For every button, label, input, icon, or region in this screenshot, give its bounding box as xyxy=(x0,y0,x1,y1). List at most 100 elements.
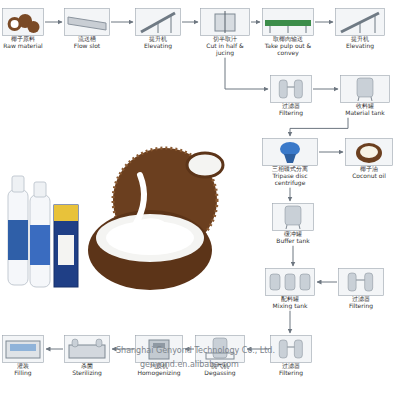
equipment xyxy=(215,11,235,33)
step-label: Material tank xyxy=(340,110,390,117)
process-step: 提升机Elevating xyxy=(335,8,385,50)
photo-frame xyxy=(3,336,44,363)
step-label: 收料罐 xyxy=(340,103,390,110)
process-step: 配料罐Mixing tank xyxy=(265,268,315,310)
equipment-photo xyxy=(345,138,393,166)
step-label: Raw material xyxy=(2,43,44,50)
pipe xyxy=(287,347,294,348)
step-label: 缓冲罐 xyxy=(272,231,314,238)
equipment xyxy=(141,13,175,33)
vessel xyxy=(72,339,78,347)
watermark: genyond.en.alibaba.com xyxy=(140,361,239,370)
equipment xyxy=(8,14,40,33)
vessel xyxy=(279,340,287,358)
step-label: Filtering xyxy=(270,370,312,377)
process-step: 提升机Elevating xyxy=(135,8,181,50)
step-label: Mixing tank xyxy=(265,303,315,310)
bottle xyxy=(8,190,28,285)
process-step: 缓冲罐Buffer tank xyxy=(272,203,314,245)
step-label: Filling xyxy=(2,370,44,377)
flow-arrow xyxy=(45,22,62,23)
equipment xyxy=(341,13,379,33)
belt xyxy=(265,20,311,26)
vessel xyxy=(270,274,280,290)
leg xyxy=(286,225,287,229)
bottle-label xyxy=(8,220,28,260)
step-label: 配料罐 xyxy=(265,296,315,303)
photo-frame xyxy=(336,9,385,36)
leg xyxy=(270,26,271,33)
photo-frame xyxy=(339,269,384,296)
photo-frame xyxy=(65,9,110,36)
step-label: Elevating xyxy=(135,43,181,50)
photo-frame xyxy=(341,76,390,103)
vessel xyxy=(357,78,373,97)
leg xyxy=(306,26,307,33)
equipment xyxy=(356,143,382,163)
process-step: 均质机Homogenizing xyxy=(135,335,183,377)
equipment xyxy=(348,273,373,291)
step-label: Cut in half & jucing xyxy=(200,43,250,57)
conveyor xyxy=(341,13,379,32)
bottle-label xyxy=(30,225,50,265)
photo-frame xyxy=(263,9,314,36)
photo-frame xyxy=(65,336,110,363)
equipment-photo xyxy=(262,8,314,36)
process-step: 灌装Filling xyxy=(2,335,44,377)
process-step: 椰子原料Raw material xyxy=(2,8,44,50)
flow-arrow xyxy=(251,22,260,23)
vessel xyxy=(348,273,356,291)
process-step: 过滤器Filtering xyxy=(270,335,312,377)
equipment-photo xyxy=(338,268,384,296)
vessel xyxy=(285,274,295,290)
flow-arrow xyxy=(293,246,294,266)
step-label: Elevating xyxy=(335,43,385,50)
process-step: 过滤器Filtering xyxy=(338,268,384,310)
equipment-photo xyxy=(2,335,44,363)
equipment xyxy=(68,17,106,30)
photo-frame xyxy=(346,139,393,166)
pipe xyxy=(287,87,294,88)
process-step: 取椰肉输送Take pulp out & convey xyxy=(262,8,314,57)
equipment-photo xyxy=(64,8,110,36)
step-label: Filtering xyxy=(270,110,312,117)
vessel xyxy=(294,80,302,98)
equipment-photo xyxy=(272,203,314,231)
process-step: 三相碟式分离Tripase disc centrifuge xyxy=(262,138,318,187)
blade xyxy=(225,11,226,33)
flow-arrow xyxy=(225,58,268,89)
flow-arrow xyxy=(290,118,348,136)
flow-arrow xyxy=(46,349,63,350)
leg xyxy=(299,225,300,229)
vessel xyxy=(300,274,310,290)
step-label: 杀菌 xyxy=(64,363,110,370)
step-label: Flow slot xyxy=(64,43,110,50)
flow-arrow xyxy=(111,22,133,23)
equipment xyxy=(69,339,105,358)
leg xyxy=(288,26,289,33)
coconut xyxy=(356,143,382,163)
photo-frame xyxy=(201,9,250,36)
flow-arrow xyxy=(317,282,337,283)
step-label: 过滤器 xyxy=(270,363,312,370)
equipment xyxy=(285,206,301,229)
photo-frame xyxy=(136,9,181,36)
equipment-photo xyxy=(265,268,315,296)
coconut-half xyxy=(187,153,223,177)
filler xyxy=(6,341,40,358)
step-label: 椰子油 xyxy=(345,166,393,173)
process-step: 切半取汁Cut in half & jucing xyxy=(200,8,250,57)
step-label: 过滤器 xyxy=(338,296,384,303)
process-step: 脱气机Degassing xyxy=(195,335,245,377)
equipment xyxy=(6,341,40,358)
step-label: 三相碟式分离 xyxy=(262,166,318,173)
step-label: 取椰肉输送 xyxy=(262,36,314,43)
process-step: 收料罐Material tank xyxy=(340,75,390,117)
flow-arrow xyxy=(290,188,291,201)
leg xyxy=(360,23,361,33)
equipment-photo xyxy=(270,75,312,103)
equipment-photo xyxy=(340,75,390,103)
bottle xyxy=(30,195,50,287)
